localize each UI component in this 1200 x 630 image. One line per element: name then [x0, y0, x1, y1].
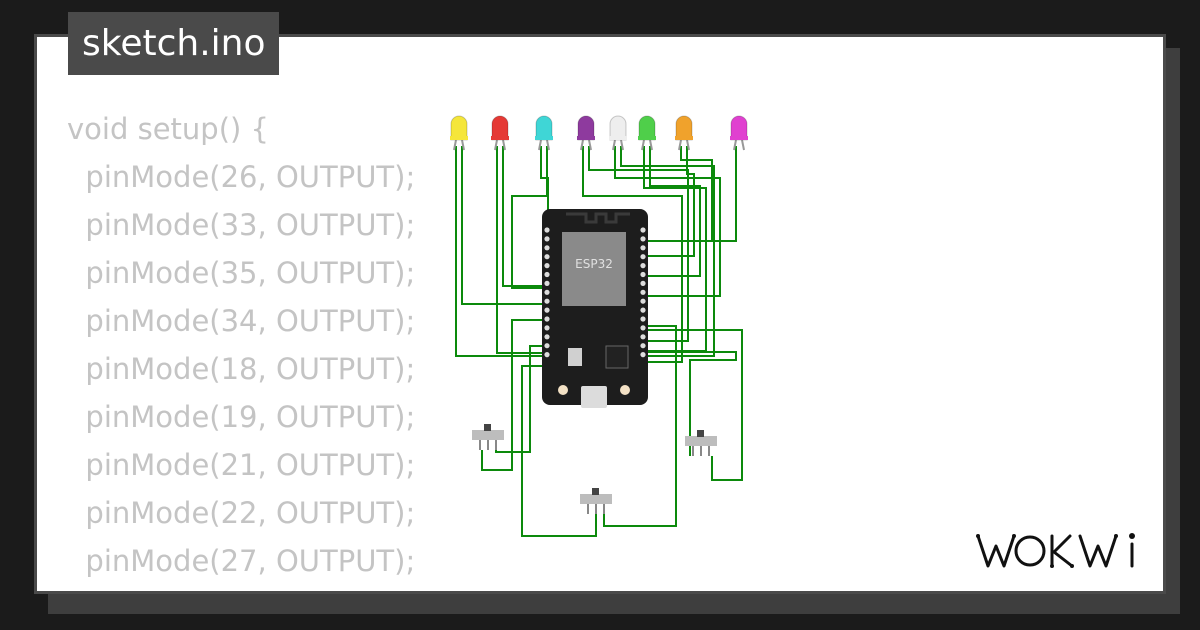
- pin-left[interactable]: [544, 298, 550, 304]
- wire: [455, 146, 546, 357]
- wire: [461, 146, 546, 305]
- pin-right[interactable]: [640, 289, 646, 295]
- chip-label: ESP32: [575, 257, 613, 271]
- code-editor: void setup() { pinMode(26, OUTPUT); pinM…: [67, 105, 447, 591]
- code-line: pinMode(27, OUTPUT);: [67, 544, 416, 578]
- esp32-chip: [562, 232, 626, 306]
- pin-left[interactable]: [544, 280, 550, 286]
- wire: [644, 146, 695, 257]
- led-group: [450, 115, 748, 151]
- pin-right[interactable]: [640, 280, 646, 286]
- pin-right[interactable]: [640, 263, 646, 269]
- pin-left[interactable]: [544, 254, 550, 260]
- wire: [496, 146, 546, 354]
- switch-group: [472, 424, 717, 514]
- pin-left[interactable]: [544, 316, 550, 322]
- wire: [643, 146, 707, 352]
- wire: [644, 351, 737, 456]
- pin-right[interactable]: [640, 298, 646, 304]
- pin-right[interactable]: [640, 352, 646, 358]
- wire: [502, 146, 546, 287]
- led[interactable]: [675, 115, 693, 151]
- pin-left[interactable]: [544, 334, 550, 340]
- code-line: pinMode(26, OUTPUT);: [67, 160, 416, 194]
- pin-left[interactable]: [544, 263, 550, 269]
- pin-left[interactable]: [544, 343, 550, 349]
- wire-group: [455, 146, 743, 537]
- usb-uart-chip: [605, 345, 629, 369]
- wire: [644, 146, 713, 242]
- pin-right[interactable]: [640, 254, 646, 260]
- reset-button[interactable]: [620, 385, 630, 395]
- pin-left[interactable]: [544, 325, 550, 331]
- wire: [495, 345, 546, 453]
- usb-port: [581, 386, 607, 408]
- code-line: pinMode(34, OUTPUT);: [67, 304, 416, 338]
- antenna-trace: [566, 212, 630, 224]
- boot-button[interactable]: [558, 385, 568, 395]
- pin-left[interactable]: [544, 227, 550, 233]
- code-line: void setup() {: [67, 112, 269, 146]
- code-line: pinMode(33, OUTPUT);: [67, 208, 416, 242]
- led[interactable]: [577, 115, 595, 151]
- led[interactable]: [535, 115, 553, 151]
- wire: [644, 329, 743, 481]
- esp32-board[interactable]: ESP32: [542, 209, 648, 408]
- slide-switch-bottom[interactable]: [580, 488, 612, 514]
- slide-switch-left[interactable]: [472, 424, 504, 450]
- pin-right[interactable]: [640, 227, 646, 233]
- pin-headers: [544, 227, 646, 358]
- wire: [644, 146, 701, 277]
- pin-left[interactable]: [544, 236, 550, 242]
- code-line: pinMode(19, OUTPUT);: [67, 400, 416, 434]
- code-line: pinMode(35, OUTPUT);: [67, 256, 416, 290]
- pin-right[interactable]: [640, 245, 646, 251]
- file-tab[interactable]: sketch.ino: [68, 12, 280, 75]
- led[interactable]: [491, 115, 509, 151]
- wire: [603, 325, 677, 527]
- slide-switch-right[interactable]: [685, 430, 717, 456]
- code-line: pinMode(18, OUTPUT);: [67, 352, 416, 386]
- wire: [614, 146, 721, 297]
- pin-left[interactable]: [544, 289, 550, 295]
- led[interactable]: [730, 115, 748, 151]
- pin-right[interactable]: [640, 271, 646, 278]
- code-line: pinMode(22, OUTPUT);: [67, 496, 416, 530]
- wire: [620, 146, 715, 357]
- pin-left[interactable]: [544, 271, 550, 278]
- pin-right[interactable]: [640, 307, 646, 313]
- led[interactable]: [450, 115, 468, 151]
- wire: [481, 319, 546, 471]
- pin-right[interactable]: [640, 343, 646, 349]
- pin-left[interactable]: [544, 245, 550, 251]
- pin-right[interactable]: [640, 236, 646, 242]
- pin-right[interactable]: [640, 334, 646, 340]
- wire: [582, 146, 683, 363]
- pin-right[interactable]: [640, 316, 646, 322]
- pin-right[interactable]: [640, 325, 646, 331]
- wokwi-logo: [976, 533, 1135, 568]
- wire: [521, 365, 597, 537]
- code-line: pinMode(21, OUTPUT);: [67, 448, 416, 482]
- led[interactable]: [609, 115, 627, 151]
- pin-left[interactable]: [544, 307, 550, 313]
- pin-left[interactable]: [544, 352, 550, 358]
- wire: [511, 146, 548, 289]
- wire: [644, 146, 737, 242]
- led[interactable]: [638, 115, 656, 151]
- voltage-regulator: [568, 348, 582, 366]
